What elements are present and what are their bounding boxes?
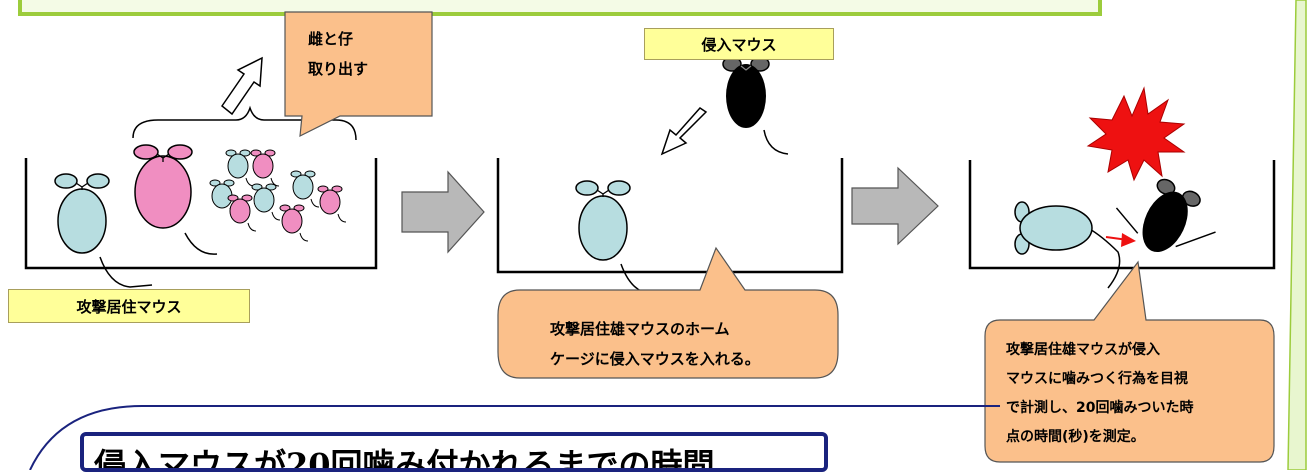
right-callout	[984, 260, 1275, 463]
cage-3	[968, 160, 1276, 270]
remove-line-1: 雌と仔	[308, 30, 354, 48]
middle-callout-text: 攻撃居住雄マウスのホーム ケージに侵入マウスを入れる。	[550, 314, 760, 374]
right-arrow-icon	[851, 166, 939, 246]
resident-mouse-icon	[1014, 201, 1121, 289]
pup-icon	[251, 183, 281, 221]
down-arrow-icon	[660, 107, 708, 156]
intruder-mouse-icon	[1115, 178, 1216, 253]
cage-1	[24, 158, 378, 270]
attack-burst-icon	[1086, 86, 1186, 182]
right-line-1: 攻撃居住雄マウスが侵入	[1006, 342, 1160, 358]
remove-line-2: 取り出す	[308, 60, 369, 78]
intruder-label: 侵入マウス	[644, 28, 834, 60]
right-green-shape	[1287, 0, 1307, 470]
brace	[132, 105, 357, 141]
remove-callout-text: 雌と仔 取り出す	[308, 24, 368, 84]
middle-line-2: ケージに侵入マウスを入れる。	[550, 350, 760, 368]
intruder-mouse-icon	[722, 56, 789, 155]
bottom-arc	[29, 405, 1000, 470]
remove-callout	[284, 11, 433, 138]
pup-icon	[250, 149, 280, 187]
resident-label: 攻撃居住マウス	[8, 289, 250, 323]
right-line-4: 点の時間(秒)を測定。	[1006, 429, 1145, 445]
middle-callout	[497, 246, 839, 379]
middle-line-1: 攻撃居住雄マウスのホーム	[550, 320, 730, 338]
male-mouse-icon	[575, 180, 674, 295]
female-mouse-icon	[133, 144, 218, 255]
up-arrow-icon	[220, 56, 263, 116]
bottom-title: 侵入マウスが20回噛み付かれるまでの時間	[80, 432, 828, 472]
cage-2	[496, 158, 844, 274]
right-arrow-icon	[401, 170, 485, 254]
right-line-2: マウスに噛みつく行為を目視	[1006, 371, 1188, 387]
pup-icon	[227, 194, 257, 232]
pup-icon	[279, 204, 309, 242]
right-line-3: で計測し、20回噛みついた時	[1006, 400, 1194, 416]
right-callout-text: 攻撃居住雄マウスが侵入 マウスに噛みつく行為を目視 で計測し、20回噛みついた時…	[1006, 336, 1193, 452]
top-banner	[18, 0, 1102, 16]
pup-icon	[317, 185, 347, 223]
pup-icon	[290, 170, 320, 208]
